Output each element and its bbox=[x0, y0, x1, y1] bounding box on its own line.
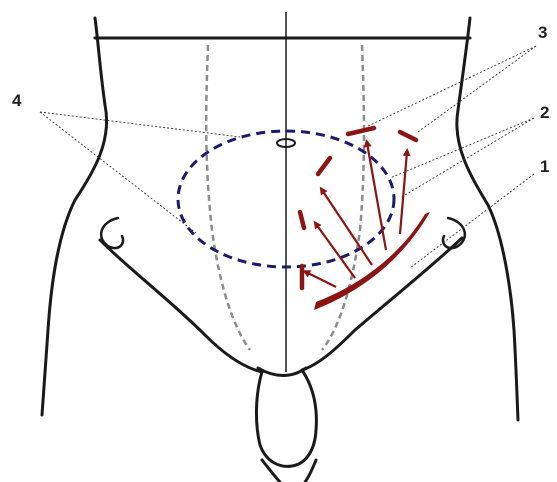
left-iliac-curve bbox=[101, 218, 123, 248]
arrow-1 bbox=[306, 272, 336, 287]
port-mark-2 bbox=[300, 212, 304, 228]
port-mark-5 bbox=[400, 132, 416, 140]
leader-2b bbox=[400, 118, 534, 198]
genital-outline bbox=[256, 370, 316, 466]
hip-markings bbox=[101, 218, 465, 248]
leader-3b bbox=[418, 46, 536, 132]
left-rectus-line bbox=[206, 45, 250, 350]
left-flank-line bbox=[42, 18, 107, 415]
port-mark-3 bbox=[318, 158, 330, 174]
leader-4a bbox=[40, 112, 240, 137]
label-4: 4 bbox=[12, 92, 21, 109]
port-mark-4 bbox=[348, 128, 374, 134]
label-3: 3 bbox=[538, 24, 547, 41]
leader-3a bbox=[368, 46, 536, 126]
leader-1 bbox=[410, 174, 534, 268]
body-outline bbox=[42, 18, 518, 482]
rectus-guide-lines bbox=[206, 45, 364, 350]
right-flank-line bbox=[457, 18, 518, 420]
arrow-4 bbox=[367, 143, 386, 250]
genital-base-curve bbox=[258, 368, 306, 376]
arrow-5 bbox=[400, 152, 407, 234]
label-2: 2 bbox=[540, 104, 549, 121]
leader-2a bbox=[390, 118, 534, 178]
label-1: 1 bbox=[540, 158, 549, 175]
leader-4b bbox=[40, 112, 196, 233]
thigh-line-right bbox=[305, 460, 316, 482]
